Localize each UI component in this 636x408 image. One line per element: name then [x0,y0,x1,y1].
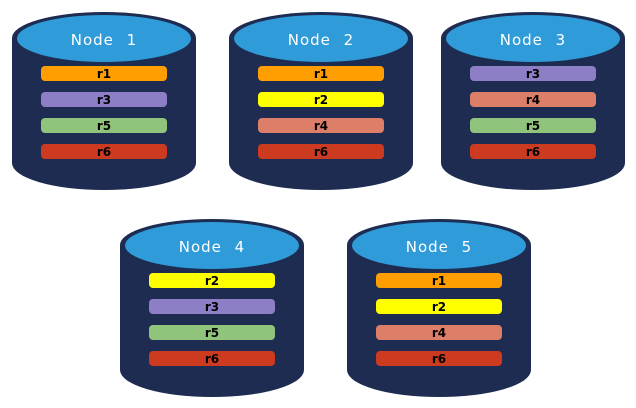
node-title: Node 4 [178,237,246,256]
replica-bar-r1: r1 [258,66,384,81]
replica-bar-r4: r4 [376,325,502,340]
replica-bar-r3: r3 [41,92,167,107]
replica-bar-r6: r6 [470,144,596,159]
replica-label: r6 [313,144,329,159]
replica-label: r6 [431,351,447,366]
cylinder-top-face: Node 1 [17,15,191,62]
replica-label: r2 [313,92,329,107]
database-node-4: Node 4 r2 r3 r5 r6 [120,219,304,397]
replica-list: r3 r4 r5 r6 [441,66,625,159]
cylinder-top-face: Node 5 [352,222,526,269]
replica-label: r2 [431,299,447,314]
replica-bar-r2: r2 [149,273,275,288]
replica-bar-r3: r3 [470,66,596,81]
replica-label: r4 [525,92,541,107]
replica-bar-r3: r3 [149,299,275,314]
database-node-3: Node 3 r3 r4 r5 r6 [441,12,625,190]
replica-bar-r6: r6 [149,351,275,366]
replica-label: r1 [96,66,112,81]
replica-bar-r6: r6 [258,144,384,159]
replica-label: r4 [313,118,329,133]
replica-label: r3 [204,299,220,314]
replica-bar-r1: r1 [376,273,502,288]
replica-label: r4 [431,325,447,340]
replica-bar-r1: r1 [41,66,167,81]
replica-list: r1 r3 r5 r6 [12,66,196,159]
replica-bar-r6: r6 [41,144,167,159]
node-title: Node 3 [499,30,567,49]
replica-list: r1 r2 r4 r6 [229,66,413,159]
replica-label: r1 [431,273,447,288]
cylinder-top-face: Node 3 [446,15,620,62]
replica-label: r3 [96,92,112,107]
replica-label: r6 [204,351,220,366]
node-title: Node 2 [287,30,355,49]
replica-list: r2 r3 r5 r6 [120,273,304,366]
replica-bar-r4: r4 [258,118,384,133]
replica-bar-r6: r6 [376,351,502,366]
replica-label: r5 [204,325,220,340]
database-node-1: Node 1 r1 r3 r5 r6 [12,12,196,190]
replica-label: r1 [313,66,329,81]
database-node-5: Node 5 r1 r2 r4 r6 [347,219,531,397]
replica-list: r1 r2 r4 r6 [347,273,531,366]
database-node-2: Node 2 r1 r2 r4 r6 [229,12,413,190]
replica-label: r2 [204,273,220,288]
cylinder-top-face: Node 4 [125,222,299,269]
replica-label: r6 [96,144,112,159]
replica-bar-r4: r4 [470,92,596,107]
replica-bar-r5: r5 [470,118,596,133]
replica-label: r6 [525,144,541,159]
replica-bar-r5: r5 [41,118,167,133]
replica-bar-r5: r5 [149,325,275,340]
replica-bar-r2: r2 [258,92,384,107]
replica-label: r5 [525,118,541,133]
node-title: Node 5 [405,237,473,256]
node-title: Node 1 [70,30,138,49]
replica-bar-r2: r2 [376,299,502,314]
replica-label: r3 [525,66,541,81]
replica-label: r5 [96,118,112,133]
cylinder-top-face: Node 2 [234,15,408,62]
